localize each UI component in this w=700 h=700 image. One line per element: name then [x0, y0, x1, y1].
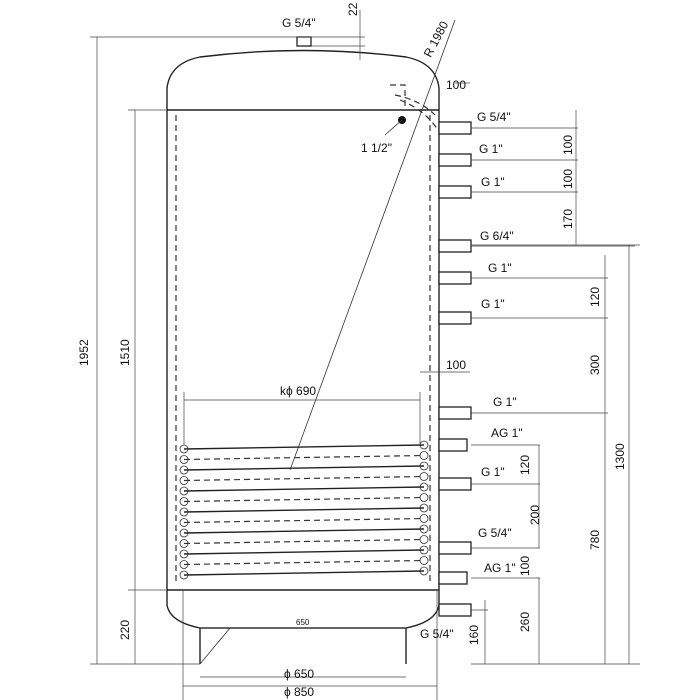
coil-turn-end — [179, 497, 189, 506]
connection-nozzle — [438, 239, 472, 253]
coil-turn-end — [419, 472, 429, 481]
coil-turn-end — [179, 570, 189, 580]
connection-label: G 1" — [479, 142, 503, 156]
dim-260: 260 — [518, 612, 532, 632]
dim-1300: 1300 — [613, 443, 627, 470]
connection-nozzle — [438, 121, 472, 135]
coil-turn-end — [419, 535, 429, 544]
left-dimension-lines — [90, 36, 230, 665]
connection-nozzle — [438, 271, 472, 285]
right-connections — [438, 121, 635, 617]
dim-100-c: 100 — [518, 556, 532, 576]
coil-turn-end — [179, 507, 189, 517]
dim-100-a: 100 — [561, 135, 575, 155]
coil-turn — [183, 496, 425, 503]
coil-turn-end — [179, 455, 189, 464]
coil-turn-end — [419, 503, 429, 513]
connection-label: G 1" — [488, 261, 512, 275]
coil-turn — [183, 570, 425, 576]
connection-nozzle — [438, 603, 472, 617]
sensor-label: 1 1/2" — [361, 141, 392, 155]
coil-turn-end — [179, 518, 189, 527]
coil-turn — [183, 475, 425, 482]
coil-turn-end — [179, 549, 189, 559]
coil-turn-end — [179, 465, 189, 475]
dim-120-a: 120 — [588, 287, 602, 307]
connection-label: G 6/4" — [480, 229, 514, 243]
coil-turn — [183, 454, 425, 461]
coil-turn-end — [419, 514, 429, 523]
coil-turn-end — [419, 545, 429, 555]
coil-turn-end — [179, 528, 189, 538]
dim-22-label: 22 — [346, 2, 360, 16]
dim-170: 170 — [561, 209, 575, 229]
connection-nozzle — [438, 571, 468, 585]
inner-height-label: 1510 — [118, 339, 132, 366]
top-connection-label: G 5/4" — [282, 16, 316, 30]
connection-nozzle — [438, 477, 472, 491]
coil-turn-end — [419, 556, 429, 565]
dim-200: 200 — [528, 505, 542, 525]
coil-turn — [183, 486, 425, 492]
coil-turn-end — [419, 524, 429, 534]
bottom-220-label: 220 — [118, 620, 132, 640]
connection-nozzle — [438, 185, 472, 199]
connection-nozzle — [438, 541, 472, 555]
dim-100-top-label: 100 — [446, 78, 466, 92]
connection-label: G 1" — [481, 175, 505, 189]
dim-120-b: 120 — [518, 455, 532, 475]
connection-label: G 5/4" — [478, 526, 512, 540]
coil-turn — [183, 549, 425, 555]
coil-diameter-dimension — [183, 392, 421, 445]
coil-turn-end — [419, 451, 429, 460]
connection-label: G 1" — [481, 297, 505, 311]
base-phi650-label: ϕ 650 — [284, 667, 314, 681]
coil-turn-end — [419, 566, 429, 576]
dim-780: 780 — [588, 530, 602, 550]
coil-turn — [183, 465, 425, 471]
dim-100-b: 100 — [561, 169, 575, 189]
coil-turn — [183, 538, 425, 545]
right-dimension-lines — [420, 82, 640, 665]
coil-turn-end — [419, 482, 429, 492]
connection-nozzle — [438, 406, 472, 420]
coil-turn-end — [179, 486, 189, 496]
coil-heat-exchanger — [179, 440, 429, 580]
base-stand — [182, 590, 438, 700]
coil-turn — [183, 559, 425, 566]
connection-label: AG 1" — [484, 561, 516, 575]
coil-turn-end — [179, 539, 189, 548]
coil-turn — [183, 517, 425, 524]
base-inner-650-label: 650 — [296, 618, 310, 627]
coil-diameter-label: kϕ 690 — [280, 384, 316, 398]
connection-label: G 5/4" — [420, 627, 454, 641]
connection-nozzle — [438, 438, 468, 452]
coil-turn-end — [179, 476, 189, 485]
connection-label: AG 1" — [491, 426, 523, 440]
connection-label: G 1" — [493, 395, 517, 409]
coil-turn — [183, 528, 425, 534]
coil-turn-end — [179, 560, 189, 569]
coil-turn-end — [419, 493, 429, 502]
sensor-well — [384, 84, 439, 136]
tank-body — [166, 49, 440, 629]
radius-leader-line — [289, 19, 456, 471]
connection-label: G 1" — [481, 465, 505, 479]
dim-160: 160 — [467, 625, 481, 645]
connection-nozzle — [438, 311, 472, 325]
dim-100-mid-label: 100 — [446, 358, 466, 372]
radius-label: R 1980 — [421, 18, 452, 59]
top-fitting — [230, 10, 365, 60]
connection-label: G 5/4" — [477, 110, 511, 124]
coil-turn-end — [419, 461, 429, 471]
connection-nozzle — [438, 153, 472, 167]
coil-turn — [183, 444, 425, 450]
total-height-label: 1952 — [77, 339, 91, 366]
base-phi850-label: ϕ 850 — [284, 685, 314, 699]
dim-300: 300 — [588, 355, 602, 375]
coil-turn — [183, 507, 425, 513]
